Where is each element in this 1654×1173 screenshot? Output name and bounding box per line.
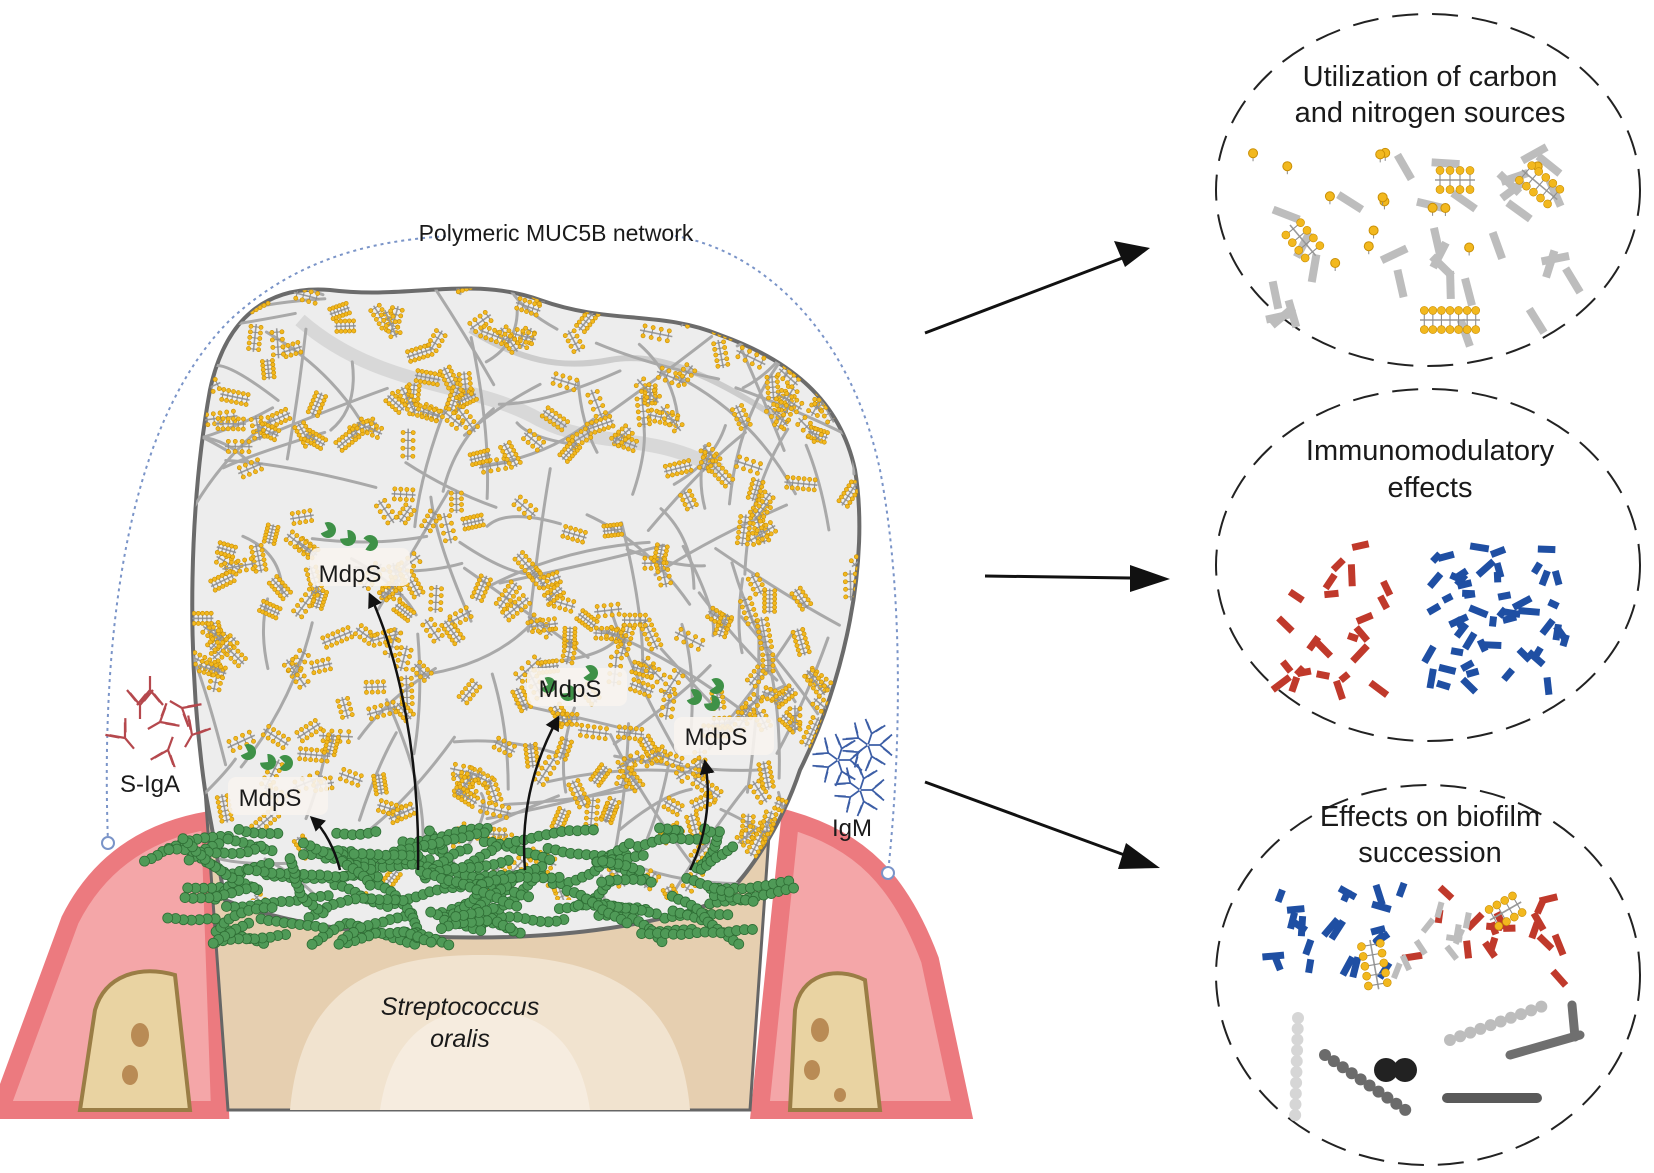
mdps-label: MdpS [319, 561, 382, 588]
effect-arrow-3 [924, 780, 1160, 869]
effect-title-line2: effects [1388, 472, 1473, 504]
secretion-arrow [688, 759, 715, 871]
effect-panel-biofilm: Effects on biofilm succession [1215, 784, 1641, 1166]
mdps-label: MdpS [239, 785, 302, 812]
effect-title-line1: Immunomodulatory [1306, 435, 1555, 467]
mdps-group-2: MdpS [527, 665, 627, 706]
tooth-scene [0, 286, 974, 1119]
network-boundary [105, 235, 451, 844]
effect-title-line2: and nitrogen sources [1295, 97, 1566, 129]
effect-arrow-2 [984, 565, 1170, 592]
antibody-fragments [1270, 540, 1570, 701]
igm-antibodies [812, 718, 893, 817]
effect-panel-carbon-nitrogen: Utilization of carbon and nitrogen sourc… [1215, 13, 1641, 367]
effect-title-line1: Effects on biofilm [1320, 801, 1540, 833]
effect-title-line2: succession [1358, 837, 1501, 869]
secretion-arrow [522, 715, 560, 871]
effect-arrow-1 [924, 241, 1150, 335]
network-boundary-right [674, 235, 899, 874]
glycan-fragments [1248, 143, 1584, 348]
mdps-group-4: MdpS [228, 744, 328, 815]
bacterium-label-line1: Streptococcus [381, 993, 539, 1021]
effect-panel-immunomodulatory: Immunomodulatory effects [1215, 388, 1641, 742]
igm-label: IgM [832, 815, 872, 842]
secretion-arrow [368, 592, 420, 871]
bone-right [787, 971, 883, 1112]
mdps-group-1: MdpS [310, 522, 410, 588]
mdps-label: MdpS [685, 724, 748, 751]
bacterium-label-line2: oralis [430, 1025, 490, 1053]
secretion-arrows [309, 592, 715, 871]
effect-arrows [924, 241, 1170, 869]
secretion-arrow [309, 815, 342, 871]
bone-pores [122, 1018, 846, 1102]
siga-label: S-IgA [120, 771, 180, 798]
effect-title-line1: Utilization of carbon [1303, 61, 1558, 93]
mdps-label: MdpS [539, 676, 602, 703]
biofilm-members [1262, 881, 1585, 1122]
siga-antibodies [105, 676, 212, 769]
mdps-group-3: MdpS [674, 678, 774, 755]
network-label: Polymeric MUC5B network [419, 220, 694, 246]
streptococcus-biofilm [139, 822, 799, 951]
